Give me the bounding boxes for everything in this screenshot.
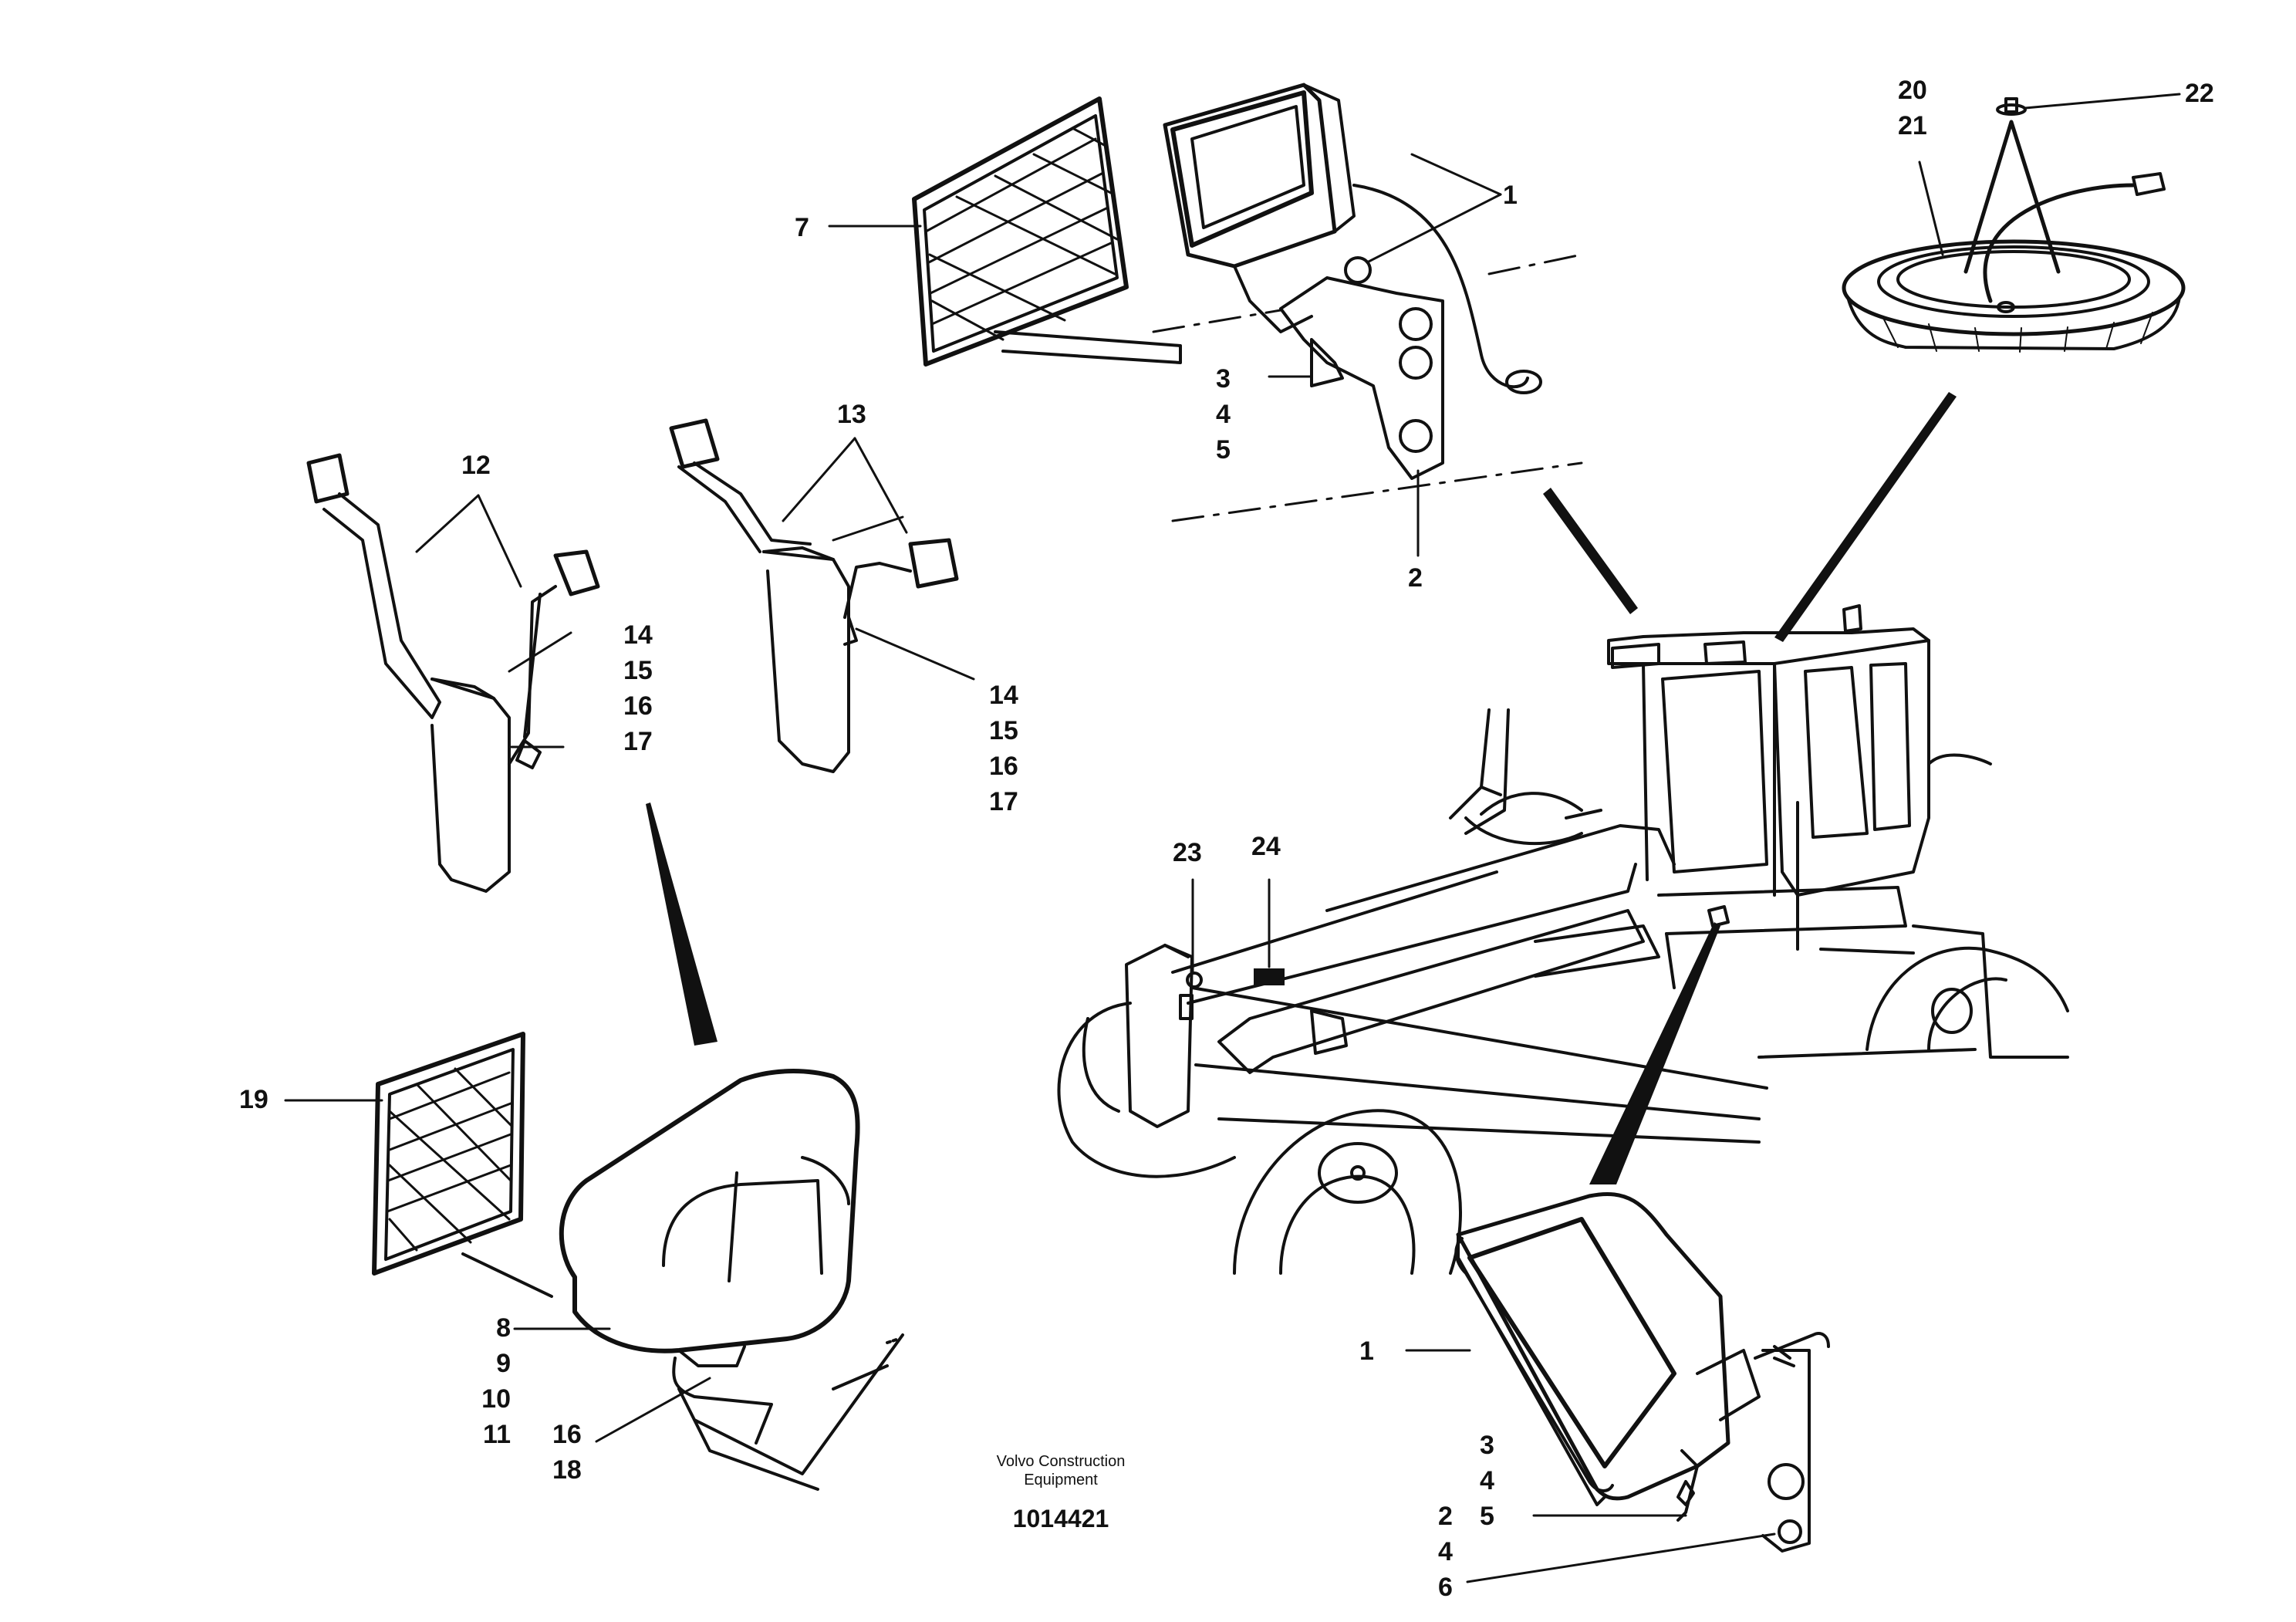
beacon-light-assembly	[1842, 97, 2186, 353]
callout-13: 13	[837, 397, 866, 432]
callout-label: 22	[2185, 79, 2214, 108]
callout-label: 16	[552, 1420, 582, 1449]
callout-23: 23	[1173, 835, 1202, 870]
callout-label: 15	[623, 656, 653, 685]
callout-12: 12	[461, 448, 491, 483]
pointer-wedges	[646, 392, 1957, 1184]
callout-label: 8	[496, 1313, 511, 1343]
callout-label: 2	[1438, 1502, 1453, 1531]
callout-label: 2	[1408, 563, 1423, 593]
callout-label: 4	[1480, 1466, 1494, 1495]
callout-label: 17	[623, 727, 653, 756]
callout-label: 3	[1480, 1431, 1494, 1460]
mesh-guard-19	[372, 1032, 553, 1298]
callout-3-4-5-lower: 3 4 5	[1480, 1428, 1494, 1534]
callout-2-4-6: 2 4 6	[1438, 1499, 1453, 1605]
callout-label: 4	[1438, 1537, 1453, 1566]
callout-label: 13	[837, 400, 866, 429]
leader-lines	[284, 93, 2181, 1583]
callout-3-4-5: 3 4 5	[1216, 361, 1231, 468]
callout-24: 24	[1251, 829, 1281, 864]
callout-7: 7	[795, 210, 809, 245]
callout-label: 18	[552, 1455, 582, 1485]
callout-1: 1	[1503, 177, 1518, 213]
callout-label: 16	[989, 752, 1018, 781]
drawing-footer: Volvo Construction Equipment 1014421	[972, 1452, 1150, 1533]
callout-label: 20	[1898, 76, 1927, 105]
callout-label: 1	[1503, 181, 1518, 210]
callout-label: 5	[1480, 1502, 1494, 1531]
callout-label: 15	[989, 716, 1018, 745]
cab-light-assembly	[372, 1032, 904, 1491]
callout-8-11: 8 9 10 11	[472, 1310, 511, 1452]
callout-label: 23	[1173, 838, 1202, 867]
callout-label: 4	[1216, 400, 1231, 429]
work-lamp-side	[1454, 1191, 1830, 1553]
callout-label: 7	[795, 213, 809, 242]
callout-label: 9	[496, 1349, 511, 1378]
callout-label: 10	[481, 1384, 511, 1414]
callout-2: 2	[1408, 560, 1423, 596]
callout-label: 14	[623, 620, 653, 650]
lamp-bracket-2	[1279, 256, 1444, 480]
callout-22: 22	[2185, 76, 2214, 111]
callout-label: 24	[1251, 832, 1281, 861]
callout-14-17-right: 14 15 16 17	[989, 678, 1018, 819]
callout-label: 17	[989, 787, 1018, 816]
mirror-assembly-12	[306, 453, 600, 893]
mirror-assembly-13	[669, 418, 959, 773]
callout-label: 1	[1359, 1336, 1374, 1366]
callout-label: 16	[623, 691, 653, 721]
callout-14-17-left: 14 15 16 17	[623, 617, 653, 759]
work-lamp-1	[1163, 83, 1542, 394]
axis-lines	[1152, 253, 1583, 522]
work-light-assembly-top	[912, 83, 1583, 522]
callout-label: 19	[239, 1085, 268, 1114]
motor-grader	[1057, 604, 2069, 1275]
callout-label: 21	[1898, 111, 1927, 140]
callout-label: 12	[461, 451, 491, 480]
callout-label: 14	[989, 681, 1018, 710]
callout-label: 3	[1216, 364, 1231, 394]
callout-label: 5	[1216, 435, 1231, 465]
callout-19: 19	[239, 1082, 268, 1117]
drawing-number: 1014421	[1012, 1505, 1109, 1532]
callout-label: 11	[483, 1420, 511, 1449]
company-name-line1: Volvo Construction	[996, 1453, 1126, 1470]
company-name-line2: Equipment	[1024, 1472, 1098, 1489]
callout-1-lower: 1	[1359, 1333, 1374, 1369]
cab-lamp-8	[559, 1069, 904, 1491]
mesh-guard-7	[912, 96, 1182, 367]
callout-label: 6	[1438, 1573, 1453, 1602]
